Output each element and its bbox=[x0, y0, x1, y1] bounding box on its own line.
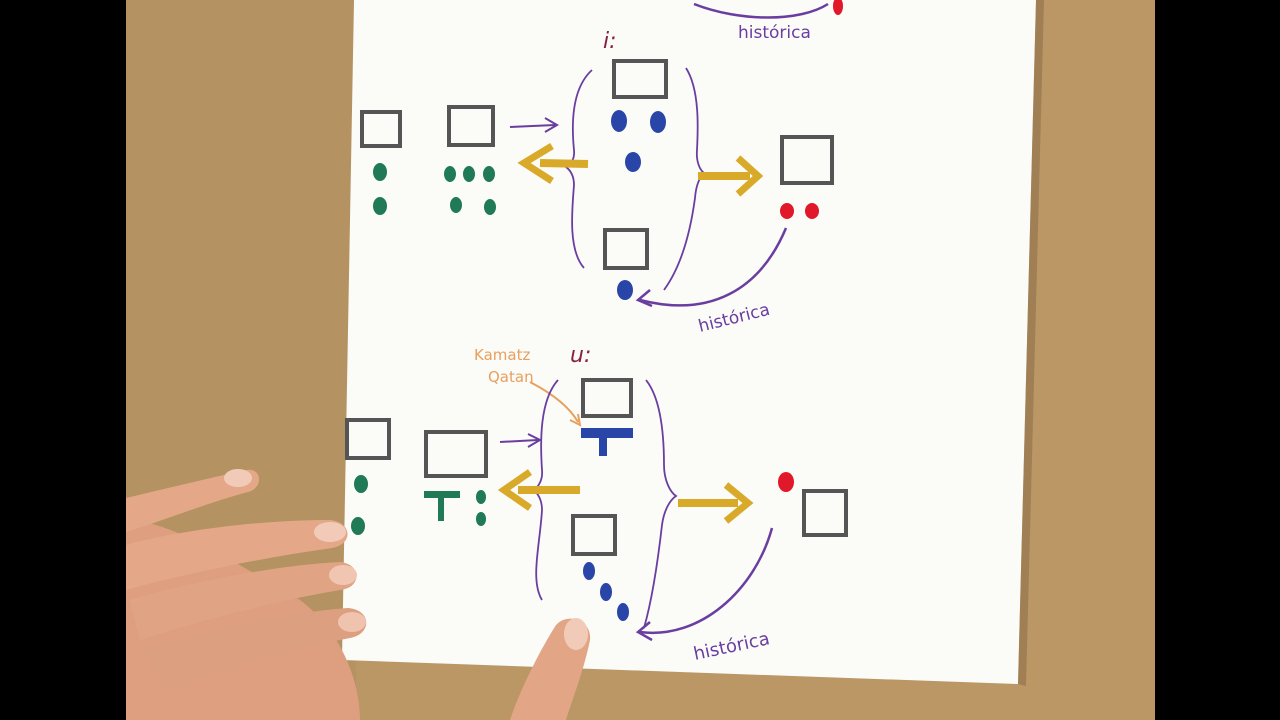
dot-icon bbox=[805, 203, 819, 219]
box-icon bbox=[360, 110, 402, 148]
paper-sheet bbox=[342, 0, 1036, 684]
kamatz-label-line2: Qatan bbox=[488, 368, 534, 386]
dot-icon bbox=[600, 583, 612, 601]
arrow-icon bbox=[517, 143, 554, 184]
box-icon bbox=[447, 105, 495, 147]
hand-finger-1 bbox=[126, 469, 260, 532]
hand-finger-2 bbox=[126, 520, 348, 590]
arrow-icon bbox=[509, 117, 559, 133]
vowel-label-i: i: bbox=[603, 29, 617, 54]
kamatz-label-line1: Kamatz bbox=[474, 346, 530, 364]
dot-icon bbox=[476, 490, 486, 504]
arrow-icon bbox=[723, 482, 754, 524]
brace-icon bbox=[643, 379, 678, 629]
fingernail bbox=[564, 618, 588, 650]
historica-arrow-bottom bbox=[639, 527, 774, 635]
top-section: histórica bbox=[693, 0, 843, 43]
bottom-section: Kamatz Qatan u: bbox=[345, 343, 848, 665]
box-icon bbox=[424, 430, 488, 478]
dot-icon bbox=[351, 517, 365, 535]
historica-label-top: histórica bbox=[738, 23, 811, 43]
dot-icon bbox=[373, 163, 387, 181]
paper-shadow bbox=[1018, 0, 1044, 686]
hand-finger-4 bbox=[140, 608, 367, 690]
fingernail bbox=[314, 522, 346, 542]
box-icon bbox=[603, 228, 649, 270]
dot-icon bbox=[617, 603, 629, 621]
dot-icon bbox=[444, 166, 456, 182]
arrow-icon bbox=[529, 381, 582, 427]
arrow-icon bbox=[497, 469, 532, 511]
box-icon bbox=[571, 514, 617, 556]
box-icon bbox=[780, 135, 834, 185]
fingernail bbox=[338, 612, 366, 632]
kamatz-mark bbox=[438, 497, 444, 521]
dot-icon bbox=[450, 197, 462, 213]
arrow-icon bbox=[499, 433, 543, 448]
box-icon bbox=[612, 59, 668, 99]
dot-icon bbox=[354, 475, 368, 493]
kamatz-mark bbox=[424, 491, 460, 498]
box-icon bbox=[345, 418, 391, 460]
hand-finger-3 bbox=[130, 562, 357, 640]
dot-icon bbox=[617, 280, 633, 300]
vowel-label-u: u: bbox=[570, 343, 591, 368]
arrow-icon bbox=[635, 621, 653, 642]
hand-icon bbox=[126, 469, 367, 720]
dot-icon bbox=[483, 166, 495, 182]
dot-icon bbox=[778, 472, 794, 492]
historica-arrow-mid bbox=[639, 227, 788, 307]
red-dot-top bbox=[833, 0, 843, 15]
arrow-icon bbox=[539, 159, 589, 168]
fingernail bbox=[224, 469, 252, 487]
fingernail bbox=[329, 565, 357, 585]
box-icon bbox=[802, 489, 848, 537]
dot-icon bbox=[476, 512, 486, 526]
dot-icon bbox=[484, 199, 496, 215]
kamatz-mark bbox=[599, 436, 607, 456]
pointing-finger bbox=[510, 618, 591, 720]
dot-icon bbox=[463, 166, 475, 182]
arrow-icon bbox=[635, 289, 653, 308]
dot-icon bbox=[650, 111, 666, 133]
dot-icon bbox=[780, 203, 794, 219]
arrow-icon bbox=[735, 155, 764, 197]
dot-icon bbox=[611, 110, 627, 132]
dot-icon bbox=[373, 197, 387, 215]
dot-icon bbox=[625, 152, 641, 172]
dot-icon bbox=[583, 562, 595, 580]
box-icon bbox=[581, 378, 633, 418]
kamatz-mark bbox=[581, 428, 633, 438]
historica-arrow-top bbox=[693, 2, 829, 19]
